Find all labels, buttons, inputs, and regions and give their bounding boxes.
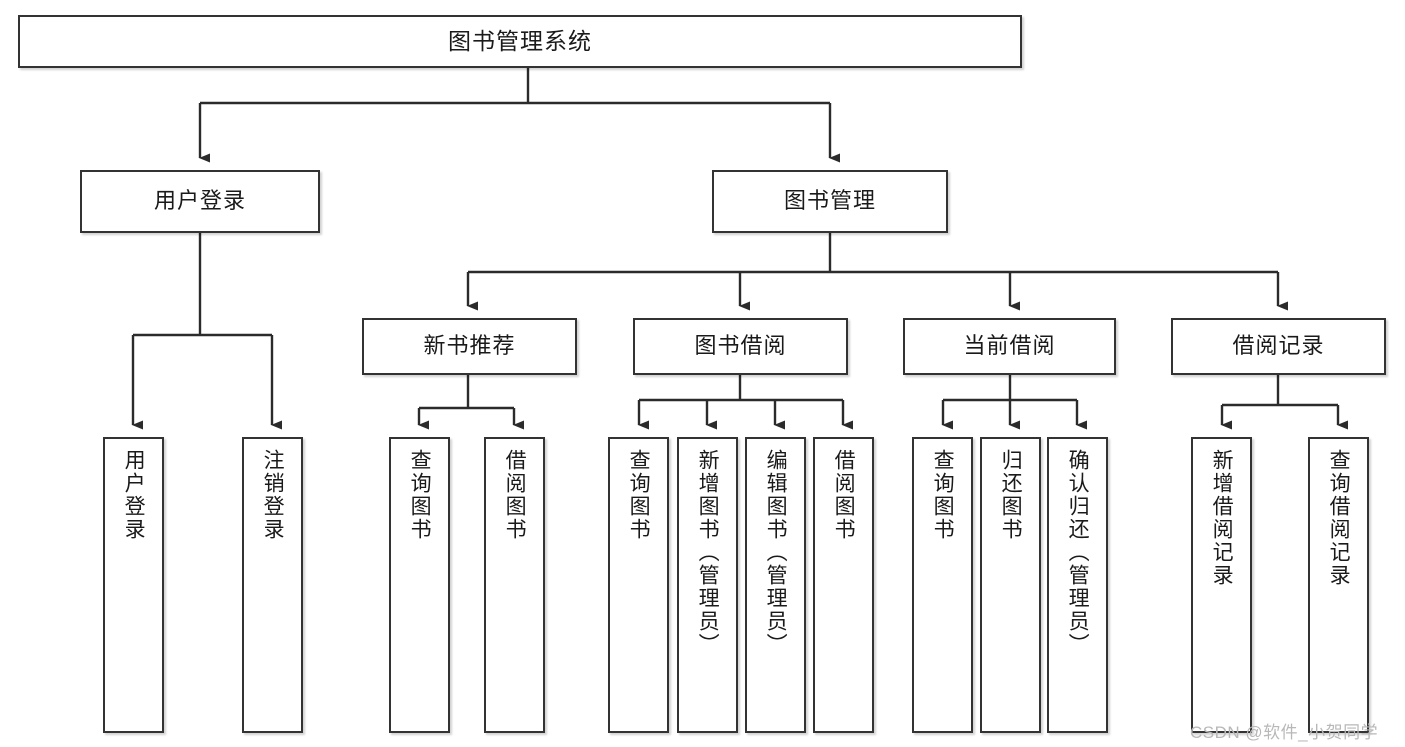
leaf-label: 新增借阅记录 [1210, 449, 1234, 587]
leaf-label: 查询图书 [931, 449, 955, 541]
node-new-book-recommend[interactable]: 新书推荐 [362, 318, 577, 375]
node-user-login-label: 用户登录 [153, 188, 246, 214]
node-book-borrow[interactable]: 图书借阅 [633, 318, 848, 375]
node-borrow-record-label: 借阅记录 [1232, 333, 1325, 359]
leaf-label: 用户登录 [122, 449, 146, 541]
node-book-manage-label: 图书管理 [783, 188, 876, 214]
leaf-book-borrow-3[interactable]: 编辑图书（管理员） [745, 437, 806, 733]
node-current-borrow[interactable]: 当前借阅 [903, 318, 1116, 375]
node-new-book-recommend-label: 新书推荐 [423, 333, 516, 359]
leaf-label: 归还图书 [999, 449, 1023, 541]
leaf-label: 编辑图书（管理员） [764, 449, 788, 656]
csdn-watermark: CSDN @软件_小贺同学 [1190, 723, 1379, 742]
leaf-current-borrow-3[interactable]: 确认归还（管理员） [1047, 437, 1108, 733]
node-user-login[interactable]: 用户登录 [80, 170, 320, 233]
leaf-label: 查询图书 [408, 449, 432, 541]
leaf-user-login-2[interactable]: 注销登录 [242, 437, 303, 733]
leaf-current-borrow-1[interactable]: 查询图书 [912, 437, 973, 733]
leaf-user-login-1[interactable]: 用户登录 [103, 437, 164, 733]
leaf-label: 确认归还（管理员） [1066, 449, 1090, 656]
leaf-label: 注销登录 [261, 449, 285, 541]
leaf-new-book-rec-2[interactable]: 借阅图书 [484, 437, 545, 733]
node-book-manage[interactable]: 图书管理 [712, 170, 948, 233]
node-book-borrow-label: 图书借阅 [694, 333, 787, 359]
node-root-system[interactable]: 图书管理系统 [18, 15, 1022, 68]
node-borrow-record[interactable]: 借阅记录 [1171, 318, 1386, 375]
leaf-label: 查询借阅记录 [1327, 449, 1351, 587]
leaf-book-borrow-2[interactable]: 新增图书（管理员） [677, 437, 738, 733]
leaf-book-borrow-1[interactable]: 查询图书 [608, 437, 669, 733]
leaf-book-borrow-4[interactable]: 借阅图书 [813, 437, 874, 733]
leaf-label: 借阅图书 [832, 449, 856, 541]
leaf-borrow-record-1[interactable]: 新增借阅记录 [1191, 437, 1252, 733]
node-root-label: 图书管理系统 [448, 27, 592, 54]
leaf-borrow-record-2[interactable]: 查询借阅记录 [1308, 437, 1369, 733]
node-current-borrow-label: 当前借阅 [963, 333, 1056, 359]
leaf-label: 查询图书 [627, 449, 651, 541]
leaf-label: 新增图书（管理员） [696, 449, 720, 656]
leaf-current-borrow-2[interactable]: 归还图书 [980, 437, 1041, 733]
leaf-label: 借阅图书 [503, 449, 527, 541]
leaf-new-book-rec-1[interactable]: 查询图书 [389, 437, 450, 733]
